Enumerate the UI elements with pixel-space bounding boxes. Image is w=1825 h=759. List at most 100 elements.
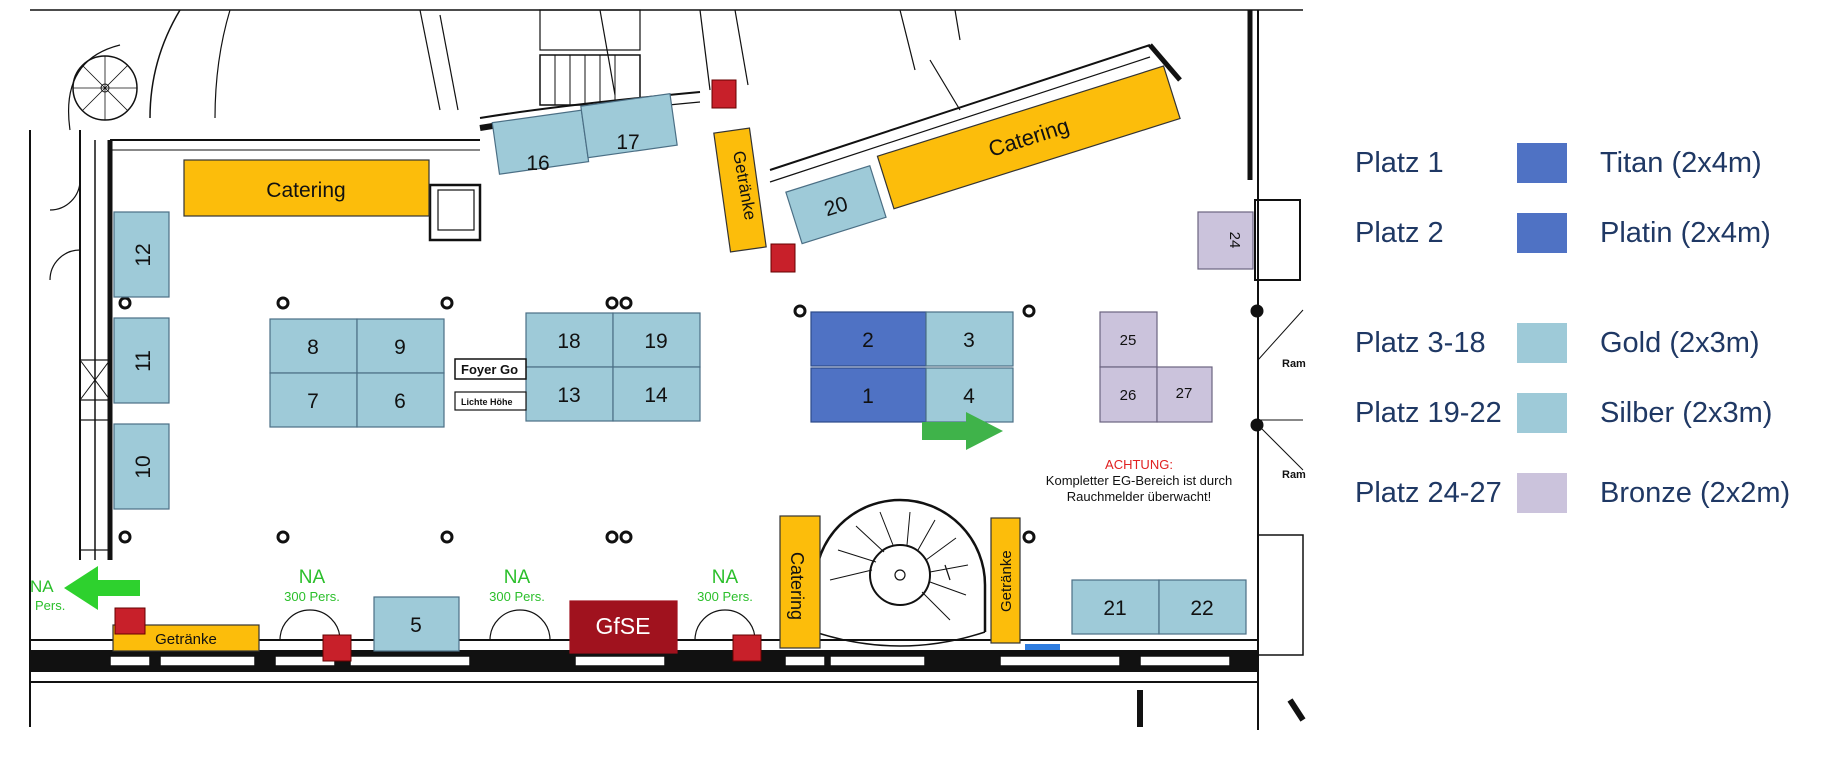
exit-capacity-2: 300 Pers. <box>489 589 545 604</box>
booth-1[interactable] <box>810 367 927 423</box>
booth-27[interactable] <box>1156 366 1213 423</box>
gfse-area <box>569 600 678 654</box>
legend-category-label: Gold (2x3m) <box>1600 327 1760 359</box>
legend-swatch-titan <box>1517 143 1567 183</box>
gfse-label: GfSE <box>596 613 651 639</box>
exit-markers: NA Pers. NA 300 Pers. NA 300 Pers. NA 30… <box>30 412 1003 613</box>
room-label-2: Ram <box>1282 469 1306 481</box>
booths: 12 11 10 8 9 7 6 18 19 13 14 2 3 1 4 <box>113 92 1254 652</box>
legend-row-platz-19-22: Platz 19-22 Silber (2x3m) <box>1355 393 1815 433</box>
booth-9-label: 9 <box>394 336 406 359</box>
booth-1-label: 1 <box>862 385 874 408</box>
legend-category-label: Bronze (2x2m) <box>1600 477 1791 509</box>
warning-title: ACHTUNG: <box>1105 457 1173 472</box>
booth-21-label: 21 <box>1103 597 1126 620</box>
warning-line1: Kompletter EG-Bereich ist durch <box>1046 473 1232 488</box>
legend-platz-label: Platz 1 <box>1355 147 1444 179</box>
booth-16-label: 16 <box>526 152 549 175</box>
fire-extinguisher-icons <box>114 79 796 662</box>
booth-3-label: 3 <box>963 329 975 352</box>
legend-swatch-bronze <box>1517 473 1567 513</box>
fire-extinguisher-icon <box>732 634 762 662</box>
legend-row-platz-2: Platz 2 Platin (2x4m) <box>1355 213 1815 253</box>
booth-11-label: 11 <box>132 350 155 372</box>
legend-platz-label: Platz 3-18 <box>1355 327 1486 359</box>
booth-9[interactable] <box>356 318 445 374</box>
booth-19-label: 19 <box>644 330 667 353</box>
catering-bottom <box>779 515 821 649</box>
booth-20[interactable] <box>785 164 887 245</box>
room-labels: Ram Ram <box>1282 358 1306 481</box>
exit-capacity-1: 300 Pers. <box>284 589 340 604</box>
exit-na-left: NA <box>30 577 54 596</box>
legend-category-label: Titan (2x4m) <box>1600 147 1762 179</box>
booth-4-label: 4 <box>963 385 975 408</box>
warning-line2: Rauchmelder überwacht! <box>1067 489 1212 504</box>
booth-5-label: 5 <box>410 614 422 637</box>
spiral-staircase <box>813 498 987 647</box>
booth-6[interactable] <box>356 372 445 428</box>
booth-17[interactable] <box>580 92 678 159</box>
booth-24-label: 24 <box>1226 232 1243 249</box>
booth-24[interactable] <box>1197 211 1254 270</box>
getraenke-left-label: Getränke <box>155 631 217 648</box>
exit-capacity-3: 300 Pers. <box>697 589 753 604</box>
legend-row-platz-1: Platz 1 Titan (2x4m) <box>1355 143 1815 183</box>
booth-7-label: 7 <box>307 390 319 413</box>
booth-2-label: 2 <box>862 329 874 352</box>
foyer-sign: Foyer Go Lichte Höhe <box>454 358 527 411</box>
legend-row-platz-24-27: Platz 24-27 Bronze (2x2m) <box>1355 473 1815 513</box>
booth-18[interactable] <box>525 312 614 368</box>
booth-8-label: 8 <box>307 336 319 359</box>
booth-25-label: 25 <box>1120 332 1137 349</box>
foyer-sub-label: Lichte Höhe <box>461 397 513 407</box>
catering-left <box>183 159 430 217</box>
fire-extinguisher-icon <box>322 634 352 662</box>
booth-12-label: 12 <box>132 243 155 266</box>
fire-extinguisher-icon <box>114 607 146 635</box>
exit-capacity-left: Pers. <box>35 598 65 613</box>
catering-left-label: Catering <box>266 179 345 202</box>
legend-platz-label: Platz 24-27 <box>1355 477 1502 509</box>
booth-6-label: 6 <box>394 390 406 413</box>
columns <box>118 296 1264 544</box>
booth-12[interactable] <box>113 211 170 298</box>
booth-10[interactable] <box>113 423 170 510</box>
booth-10-label: 10 <box>132 455 155 478</box>
legend-row-platz-3-18: Platz 3-18 Gold (2x3m) <box>1355 323 1815 363</box>
booth-26[interactable] <box>1099 366 1158 423</box>
exit-na-3: NA <box>712 567 739 588</box>
fire-extinguisher-icon <box>711 79 737 109</box>
legend-swatch-gold <box>1517 323 1567 363</box>
booth-21[interactable] <box>1071 579 1160 635</box>
getraenke-bottom <box>990 517 1021 644</box>
booth-7[interactable] <box>269 372 358 428</box>
room-label-1: Ram <box>1282 358 1306 370</box>
booth-3[interactable] <box>925 311 1014 367</box>
smoke-warning: ACHTUNG: Kompletter EG-Bereich ist durch… <box>1046 457 1232 504</box>
booth-25[interactable] <box>1099 311 1158 368</box>
fire-extinguisher-icon <box>770 243 796 273</box>
booth-17-label: 17 <box>616 131 639 154</box>
legend-platz-label: Platz 2 <box>1355 217 1444 249</box>
booth-26-label: 26 <box>1120 387 1137 404</box>
foyer-sign-label: Foyer Go <box>461 362 518 377</box>
booth-14-label: 14 <box>644 384 668 407</box>
booth-27-label: 27 <box>1176 385 1193 402</box>
legend-platz-label: Platz 19-22 <box>1355 397 1502 429</box>
exit-na-2: NA <box>504 567 531 588</box>
blue-marker <box>1025 644 1060 650</box>
getraenke-top <box>713 127 767 253</box>
booth-22[interactable] <box>1158 579 1247 635</box>
booth-5[interactable] <box>373 596 460 652</box>
booth-13[interactable] <box>525 366 614 422</box>
booth-18-label: 18 <box>557 330 580 353</box>
service-areas: Catering Catering Getränke Catering Getr… <box>112 65 1181 654</box>
catering-top-right <box>876 65 1181 210</box>
booth-14[interactable] <box>612 366 701 422</box>
booth-19[interactable] <box>612 312 701 368</box>
booth-4[interactable] <box>925 367 1014 423</box>
booth-11[interactable] <box>113 317 170 404</box>
booth-2[interactable] <box>810 311 927 367</box>
legend-swatch-platin <box>1517 213 1567 253</box>
